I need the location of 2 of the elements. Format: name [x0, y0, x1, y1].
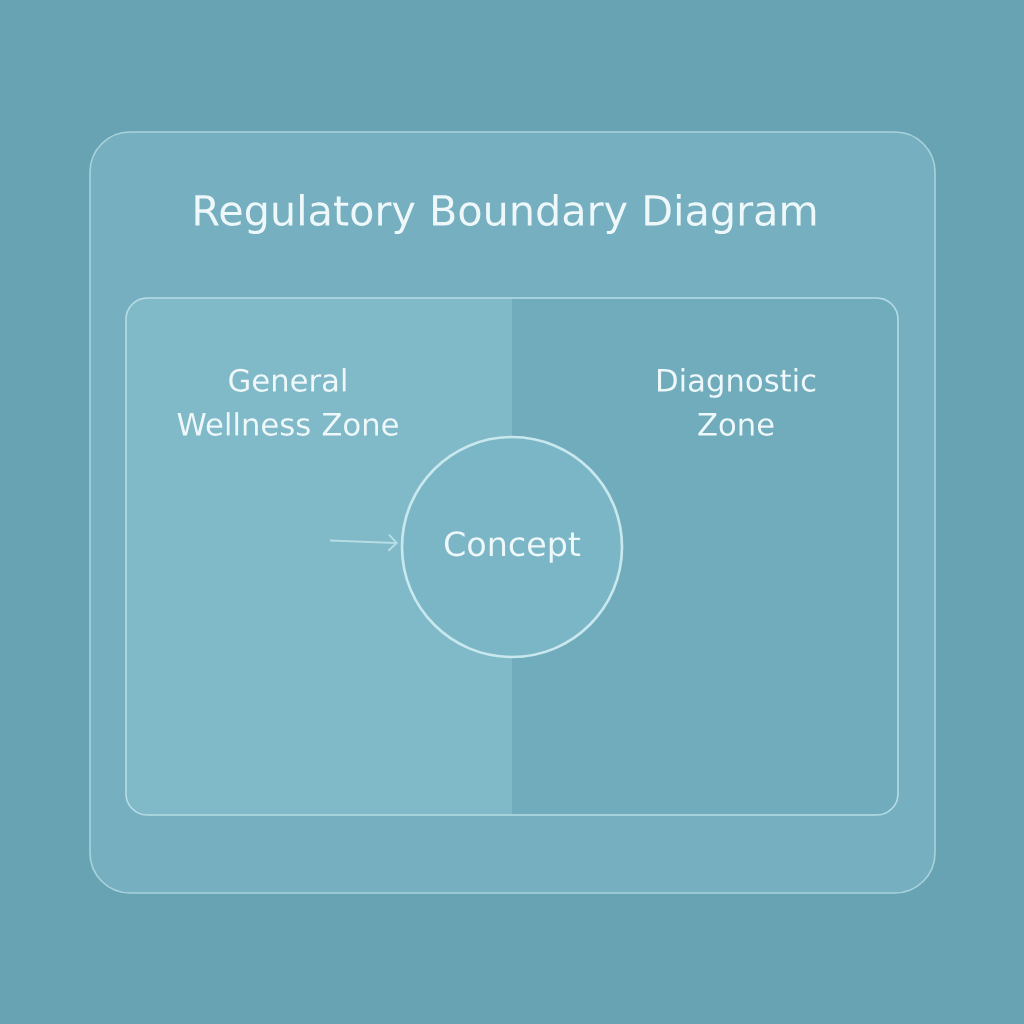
title: Regulatory Boundary Diagram — [195, 194, 816, 234]
arrow — [329, 533, 399, 552]
